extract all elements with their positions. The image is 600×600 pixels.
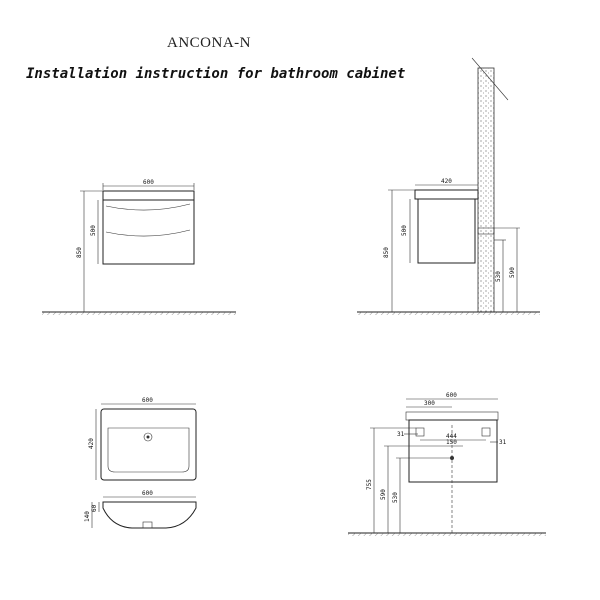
basin-depth-label: 420 <box>88 438 95 449</box>
side-pipe-1-label: 530 <box>495 271 502 282</box>
side-cabinet <box>417 198 476 264</box>
front-floor-height-label: 850 <box>76 247 83 258</box>
mount-h-inner-label: 530 <box>392 492 399 503</box>
section-width-label: 600 <box>142 490 153 497</box>
basin-bowl <box>107 427 190 473</box>
front-view: 600 500 850 <box>42 179 236 315</box>
mount-offset-left-label: 31 <box>397 431 405 438</box>
basin-section-shape <box>102 501 197 529</box>
mount-cabinet <box>408 419 498 483</box>
drawer-curve-2 <box>105 229 191 237</box>
model-title: ANCONA-N <box>167 35 251 51</box>
basin-width-label: 600 <box>142 397 153 404</box>
mount-width-label: 600 <box>446 392 457 399</box>
mount-offset-right-label: 31 <box>499 439 507 446</box>
side-height-label: 500 <box>401 225 408 236</box>
front-width-label: 600 <box>143 179 154 186</box>
mount-h-mid-label: 590 <box>380 489 387 500</box>
mount-h-outer-label: 755 <box>366 479 373 490</box>
section-h2-label: 60 <box>91 504 98 512</box>
drawer-curve-1 <box>105 203 191 211</box>
side-floor-height-label: 850 <box>383 247 390 258</box>
front-cabinet <box>102 199 195 265</box>
basin-top-view: 600 420 <box>88 397 197 481</box>
basin-outline <box>100 408 197 481</box>
side-depth-label: 420 <box>441 178 452 185</box>
floor-hatch <box>42 312 236 315</box>
mount-bracket-left <box>415 427 425 437</box>
instruction-heading: Installation instruction for bathroom ca… <box>26 66 406 82</box>
side-pipe-2-label: 590 <box>509 267 516 278</box>
front-countertop <box>102 190 195 201</box>
basin-section-view: 600 140 60 <box>84 490 197 529</box>
mount-half-width-label: 300 <box>424 400 435 407</box>
side-view: 420 500 850 530 590 <box>357 57 540 315</box>
section-h1-label: 140 <box>84 511 91 522</box>
wall-section <box>477 67 495 313</box>
basin-drain-icon <box>143 432 153 442</box>
mount-hole-span-label: 444 <box>446 433 457 440</box>
mount-bracket-right <box>481 427 491 437</box>
mount-pipe-span-label: 150 <box>446 439 457 446</box>
mounting-view: 600 300 444 150 31 31 755 590 530 <box>348 392 546 536</box>
front-height-label: 500 <box>90 225 97 236</box>
side-countertop <box>414 189 479 200</box>
